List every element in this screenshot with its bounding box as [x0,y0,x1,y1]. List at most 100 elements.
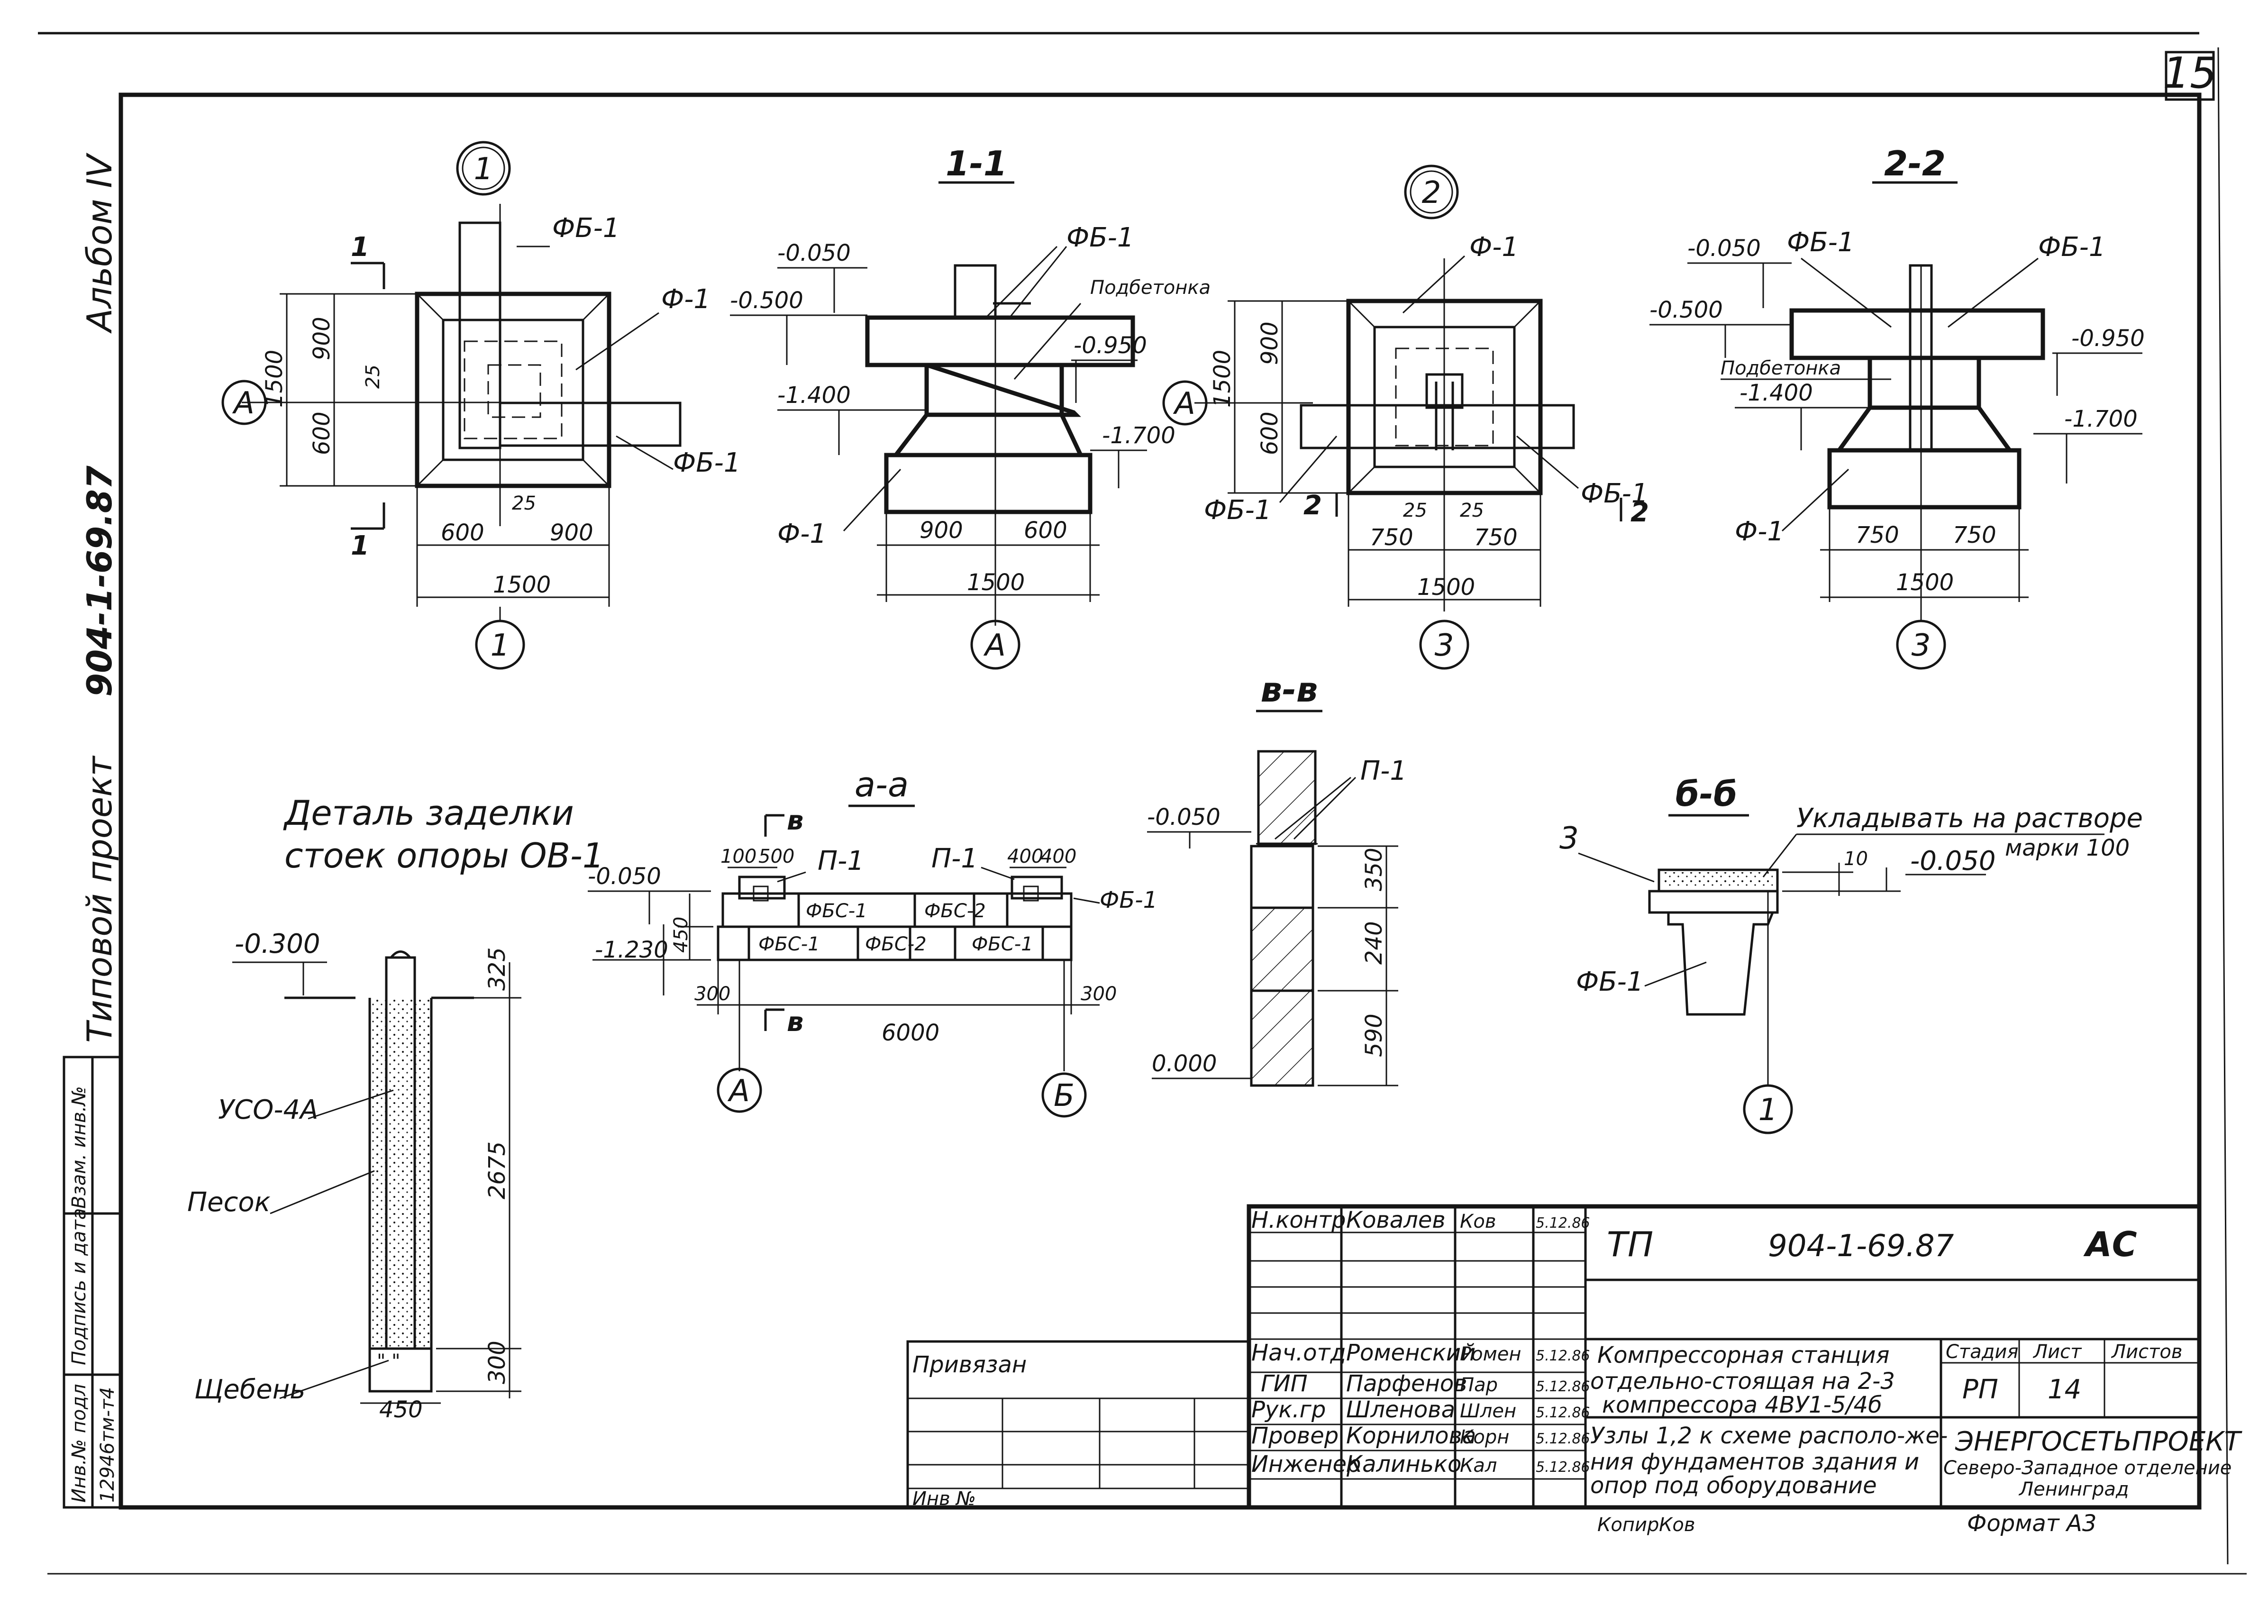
detail-pesok: Песок [187,1187,271,1218]
section-a-a-dim-100: 100 [720,846,756,867]
sheet-header: Лист [2032,1341,2082,1363]
section-a-a-dim-400a: 400 [1007,846,1043,867]
drawing-line3: опор под оборудование [1590,1472,1877,1499]
section-v-v: в-в П-1 -0.050 0.000 350 240 590 [1147,670,1407,1087]
detail-title-line1: Деталь заделки [283,793,574,833]
org-line2: Северо-Западное отделение [1943,1457,2232,1479]
project-type-label: Типовой проект [80,755,119,1043]
node-2-cut-left: 2 [1303,490,1322,521]
section-2-2-level-950: -0.950 [2071,325,2145,352]
object-line1: Компрессорная станция [1597,1342,1889,1369]
node-2-dim-25b: 25 [1460,500,1484,521]
row-6-sign: Шлен [1460,1400,1516,1422]
node-2-dim-750a: 750 [1370,524,1413,551]
row-4-role: Нач.отд [1251,1340,1346,1366]
node-2-fb1-right: ФБ-1 [1581,478,1648,509]
section-a-a-fbc1a: ФБС-1 [806,900,867,922]
section-1-1-dim-1500: 1500 [967,569,1025,596]
detail-dim-325: 325 [484,947,510,991]
section-a-a-level-050: -0.050 [588,863,661,890]
section-v-v-p1: П-1 [1360,756,1407,786]
row-8-role: Инженер [1251,1451,1361,1478]
section-1-1: 1-1 -0.050 -0.500 -0.950 -1.400 -1.700 Ф… [730,144,1211,670]
section-1-1-podbetonka: Подбетонка [1090,277,1211,299]
section-1-1-level-500: -0.500 [730,287,803,314]
detail-title-line2: стоек опоры ОВ-1 [284,836,604,876]
row-5-role: ГИП [1261,1370,1308,1397]
kopir-sign: Ков [1659,1514,1695,1536]
row-6-role: Рук.гр [1251,1396,1326,1423]
section-a-a-fbc1c: ФБС-1 [972,933,1033,955]
row-8-date: 5.12.86 [1536,1459,1590,1476]
node-1-number: 1 [474,152,493,187]
doc-mark: АС [2083,1224,2137,1264]
detail-dim-300: 300 [484,1341,510,1384]
section-2-2-title: 2-2 [1884,144,1946,183]
node-2-dim-900: 900 [1257,321,1283,365]
node-2-fb1-left: ФБ-1 [1204,495,1271,526]
node-1-dim-900: 900 [309,317,335,360]
section-a-a-axis-a: А [727,1074,750,1109]
section-2-2: 2-2 -0.050 -0.500 -0.950 -1.400 -1.700 Ф… [1649,144,2145,670]
side-margin: Альбом IV 904-1-69.87 Типовой проект [80,152,119,1043]
section-b-b-gap: 10 [1844,848,1868,870]
section-a-a-cut-bottom: в [787,1007,803,1038]
section-b-b-label-3: 3 [1559,821,1579,856]
row-7-sign: Корн [1460,1426,1509,1448]
detail-uso: УСО-4А [218,1095,318,1125]
section-1-1-dim-600: 600 [1024,517,1067,544]
node-1-dim-1500: 1500 [493,572,551,598]
section-a-a-fbc1b: ФБС-1 [758,933,820,955]
section-b-b-level: -0.050 [1910,846,1996,876]
node-1-dim-25a: 25 [362,365,384,389]
node-2-dim-1500: 1500 [1417,574,1475,601]
project-code-label: 904-1-69.87 [80,465,119,697]
section-2-2-dim-750b: 750 [1953,522,1996,548]
object-line3: компрессора 4ВУ1-5/4б [1602,1392,1882,1418]
node-1-f1: Ф-1 [661,284,710,315]
row-7-date: 5.12.86 [1536,1431,1590,1447]
inv-no-label: Инв № [912,1488,976,1510]
privyazan-label: Привязан [912,1351,1027,1378]
drawing-line2: ния фундаментов здания и [1590,1449,1919,1475]
section-v-v-dim-350: 350 [1361,848,1387,891]
section-v-v-title: в-в [1260,670,1318,710]
section-2-2-level-500: -0.500 [1649,297,1723,323]
section-2-2-fb1-right: ФБ-1 [2038,232,2105,263]
row-5-date: 5.12.86 [1536,1378,1590,1395]
row-7-name: Корнилова [1346,1423,1476,1449]
title-block-rows: Н.контр Ковалев Ков 5.12.86 Нач.отд Роме… [1251,1207,1590,1478]
section-2-2-fb1-left: ФБ-1 [1787,227,1854,258]
kopir-label: Копир [1597,1514,1659,1536]
object-line2: отдельно-стоящая на 2-3 [1590,1368,1895,1395]
section-a-a-dim-300b: 300 [1081,983,1117,1005]
node-1-cut-bottom: 1 [351,530,369,561]
stage-value: РП [1962,1374,1998,1405]
section-a-a-fbc2b: ФБС-2 [865,933,927,955]
section-a-a-fb1: ФБ-1 [1100,887,1157,913]
node-2-plan: 2 А 3 Ф-1 ФБ-1 ФБ-1 2 2 1500 900 600 [1162,164,1649,670]
section-a-a-p1a: П-1 [818,846,864,876]
album-label: Альбом IV [80,152,119,334]
row-0-name: Ковалев [1346,1207,1446,1233]
section-1-1-level-1400: -1.400 [777,382,851,409]
detail-dim-2675: 2675 [484,1141,510,1199]
row-5-name: Парфенов [1346,1370,1467,1397]
section-v-v-dim-240: 240 [1361,921,1387,965]
row-4-name: Роменский [1346,1340,1476,1366]
org-line1: ЭНЕРГОСЕТЬПРОЕКТ [1955,1426,2242,1457]
section-b-b-axis: 1 [1758,1093,1778,1128]
format-label: Формат А3 [1967,1510,2096,1537]
row-0-role: Н.контр [1251,1207,1346,1233]
section-b-b-fb1: ФБ-1 [1576,967,1643,997]
node-1-axis-a: А [232,386,255,421]
section-v-v-level-000: 0.000 [1152,1050,1217,1077]
section-a-a-dim-500: 500 [758,846,794,867]
row-8-sign: Кал [1460,1455,1497,1477]
row-0-sign: Ков [1460,1211,1496,1232]
sign-date-label: Подпись и дата [68,1208,90,1365]
org-line3: Ленинград [2018,1478,2129,1500]
detail-post-embedding: Деталь заделки стоек опоры ОВ-1 -0.300 "… [187,793,604,1423]
node-1-plan: 1 А 1 ФБ-1 Ф-1 ФБ-1 1 1 1500 900 [221,141,740,670]
section-a-a-axis-b: Б [1054,1078,1075,1113]
